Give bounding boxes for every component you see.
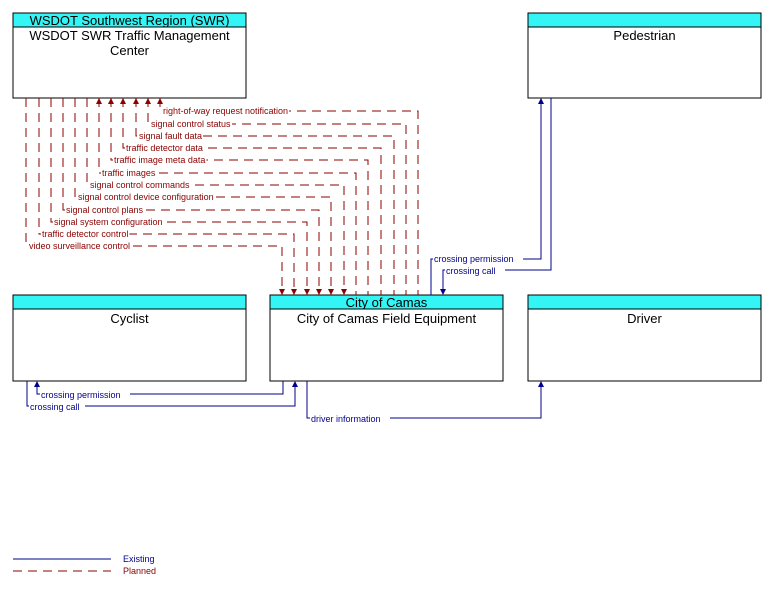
cyclist-title: Cyclist [110,311,149,326]
driver-header-bar [527,294,762,310]
planned-flow-line [122,98,382,295]
cyclist-box: Cyclist [12,294,247,382]
planned-flow-arrow [133,98,139,104]
planned-flow-arrow [341,289,347,295]
legend-planned-label: Planned [123,566,156,576]
wsdot-header-text: WSDOT Southwest Region (SWR) [30,13,230,28]
planned-flow-label-bg [41,229,130,239]
planned-flow-arrow [291,289,297,295]
flow-driver-information-arrow [538,381,544,387]
planned-flow-arrow [157,98,163,104]
planned-flow-label-bg [53,217,164,227]
planned-flow-label-bg [138,131,204,141]
planned-flow-label: traffic images [102,168,156,178]
flow-cyc-crossing-call-arrow [292,381,298,387]
wsdot-title-line1: WSDOT SWR Traffic Management [29,28,230,43]
camas-header-text: City of Camas [346,295,428,310]
flow-driver-information [306,381,542,419]
flow-cyc-crossing-call-label: crossing call [30,402,80,412]
flow-cyc-crossing-permission-label: crossing permission [41,390,121,400]
planned-flow-label: traffic image meta data [114,155,205,165]
planned-flow-line [147,98,407,295]
wsdot-header-bar [12,12,247,28]
driver-box: Driver [527,294,762,382]
legend: Existing Planned [13,554,156,576]
planned-flow-label-bg [125,143,204,153]
driver-title: Driver [627,311,662,326]
planned-flow-label-bg [28,241,132,251]
pedestrian-header-bar [527,12,762,28]
planned-flow-line [86,98,345,295]
planned-flow-label: right-of-way request notification [163,106,288,116]
flow-ped-crossing-call-arrow [440,289,446,295]
label-bg [40,389,130,400]
planned-flows: right-of-way request notification signal … [25,98,419,295]
planned-flow-label: signal control commands [90,180,190,190]
flow-driver-information-label: driver information [311,414,381,424]
existing-flow-labels: crossing permission crossing call crossi… [29,253,523,424]
planned-flow-label: traffic detector control [42,229,128,239]
cyclist-header-bar [12,294,247,310]
planned-flow-line [98,98,357,295]
planned-flow-label-bg [101,168,157,178]
planned-flow-line [50,98,308,295]
camas-title: City of Camas Field Equipment [297,311,477,326]
planned-flow-label-bg [77,192,215,202]
planned-flow-arrow [316,289,322,295]
planned-flow-label: video surveillance control [29,241,130,251]
planned-flow-label: signal control device configuration [78,192,214,202]
planned-flow-arrow [145,98,151,104]
planned-flow-label-bg [113,155,207,165]
wsdot-title-line2: Center [110,43,150,58]
planned-flow-arrow [304,289,310,295]
planned-flow-arrow [120,98,126,104]
label-bg [310,413,390,424]
planned-flow-label-bg [65,205,145,215]
label-bg [433,253,523,264]
flow-ped-crossing-permission-arrow [538,98,544,104]
planned-flow-arrow [96,98,102,104]
pedestrian-box: Pedestrian [527,12,762,99]
planned-flow-label: signal control status [151,119,231,129]
flow-ped-crossing-call-label: crossing call [446,266,496,276]
planned-flow-label-bg [162,106,290,116]
wsdot-tmc-box: WSDOT Southwest Region (SWR) WSDOT SWR T… [12,12,247,99]
camas-field-equipment-box: City of Camas City of Camas Field Equipm… [269,294,504,382]
planned-flow-arrow [108,98,114,104]
planned-flow-line [135,98,395,295]
planned-flow-line [38,98,295,295]
planned-flow-label-bg [89,180,192,190]
label-bg [29,401,85,412]
planned-flow-label-bg [150,119,233,129]
label-bg [445,265,505,276]
planned-flow-label: traffic detector data [126,143,203,153]
planned-flow-line [110,98,369,295]
planned-flow-line [25,98,283,295]
pedestrian-title: Pedestrian [613,28,675,43]
planned-flow-label: signal control plans [66,205,144,215]
legend-existing-label: Existing [123,554,155,564]
flow-cyc-crossing-permission [36,381,284,395]
camas-header-bar [269,294,504,310]
flow-cyc-crossing-call [26,381,296,407]
flow-cyc-crossing-permission-arrow [34,381,40,387]
planned-flow-label: signal system configuration [54,217,163,227]
planned-flow-arrow [279,289,285,295]
planned-flow-arrow [328,289,334,295]
flow-ped-crossing-permission-label: crossing permission [434,254,514,264]
planned-flow-line [62,98,320,295]
planned-flow-label: signal fault data [139,131,202,141]
